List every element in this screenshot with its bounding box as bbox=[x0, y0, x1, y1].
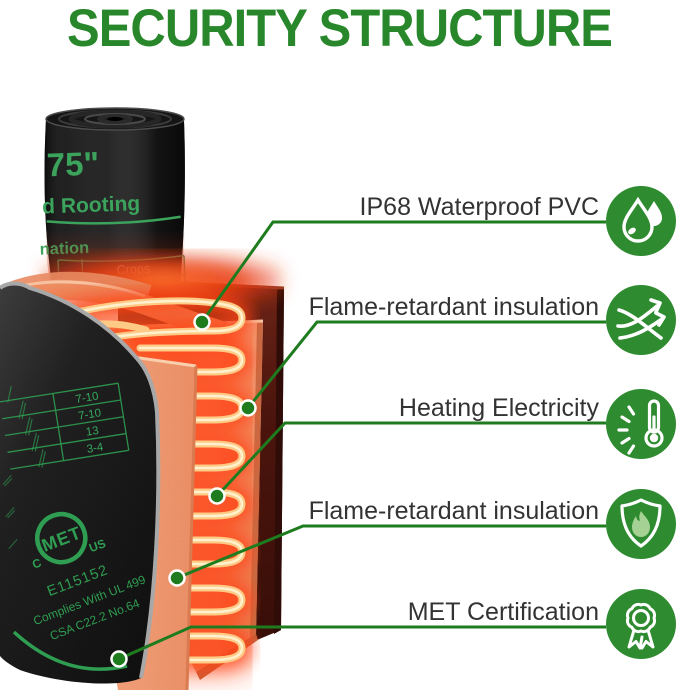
callout-icon-met bbox=[605, 588, 677, 660]
callout-label-flame-1: Flame-retardant insulation bbox=[308, 293, 599, 321]
leader-dots bbox=[110, 313, 257, 668]
front-pvc-layer: 7-10 7-10 13 3-4 MET C US E115152 Compli… bbox=[0, 281, 161, 684]
shield-flame-icon bbox=[606, 489, 676, 559]
callout-label-flame-2: Flame-retardant insulation bbox=[308, 497, 599, 525]
roll-size-text: 75" bbox=[46, 145, 100, 184]
side-marks bbox=[2, 474, 18, 550]
callout-icon-waterproof bbox=[605, 185, 677, 257]
callout-label-waterproof: IP68 Waterproof PVC bbox=[359, 193, 599, 221]
roll-top-spiral bbox=[45, 107, 185, 131]
table-value-2: 7-10 bbox=[77, 407, 102, 422]
leader-dot bbox=[239, 399, 257, 417]
table-value-1: 7-10 bbox=[75, 390, 100, 405]
callout-icon-flame-2 bbox=[605, 488, 677, 560]
callout-label-met: MET Certification bbox=[407, 598, 599, 626]
roll-rooting-text: d Rooting bbox=[42, 192, 141, 218]
leader-dot bbox=[208, 487, 226, 505]
table-value-4: 3-4 bbox=[86, 441, 105, 456]
water-drop-icon bbox=[606, 186, 676, 256]
callout-label-heating: Heating Electricity bbox=[398, 394, 599, 422]
page-title: SECURITY STRUCTURE bbox=[67, 0, 613, 58]
layer-rim bbox=[0, 281, 161, 679]
roll-divider-line bbox=[46, 215, 181, 225]
thermometer-sun-icon bbox=[606, 389, 676, 459]
table-row-labels-illegible bbox=[7, 386, 46, 468]
bottom-green-curve bbox=[12, 630, 128, 671]
crop-table: 7-10 7-10 13 3-4 bbox=[0, 382, 130, 470]
crossed-arrows-icon bbox=[606, 285, 676, 355]
leader-dot bbox=[110, 650, 128, 668]
callout-icon-flame-1 bbox=[605, 284, 677, 356]
award-rosette-icon bbox=[606, 589, 676, 659]
leader-dot bbox=[168, 569, 186, 587]
callout-icon-heating bbox=[605, 388, 677, 460]
leader-lines bbox=[118, 220, 606, 661]
met-logo-us: US bbox=[87, 536, 108, 555]
table-value-3: 13 bbox=[85, 425, 100, 439]
heating-wire bbox=[0, 290, 263, 680]
leader-dot bbox=[193, 313, 211, 331]
